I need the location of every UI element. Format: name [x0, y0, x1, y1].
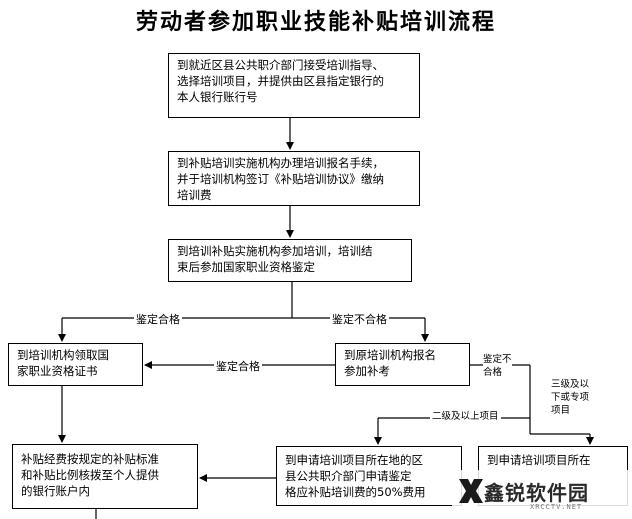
watermark-x-icon: [459, 479, 483, 503]
apply-district-line: 县公共职介部门申请鉴定: [285, 469, 412, 483]
retest-fail-label: 鉴定不 合格: [483, 353, 512, 379]
watermark-text: 鑫锐软件园: [484, 481, 589, 505]
re-register-line: 到原培训机构报名: [344, 348, 436, 362]
retest-fail-line: 合格: [483, 367, 503, 378]
subsidy-line: 补贴经费按规定的补贴标准: [21, 452, 159, 466]
pass-label: 鉴定合格: [134, 313, 182, 326]
step-register-box: 到补贴培训实施机构办理培训报名手续， 并于培训机构签订《补贴培训协议》缴纳 培训…: [168, 151, 420, 206]
watermark-logo: [452, 470, 632, 519]
level-three-line: 项目: [551, 405, 571, 416]
page-title: 劳动者参加职业技能补贴培训流程: [135, 9, 496, 35]
step-train-line: 束后参加国家职业资格鉴定: [177, 260, 315, 274]
apply-district-line: 格应补贴培训费的50%费用: [285, 485, 426, 499]
subsidy-box: 补贴经费按规定的补贴标准 和补贴比例核拨至个人提供 的银行账户内: [12, 444, 198, 509]
step-register-line: 到补贴培训实施机构办理培训报名手续，: [177, 156, 384, 170]
step-train-box: 到培训补贴实施机构参加培训，培训结 束后参加国家职业资格鉴定: [168, 239, 412, 282]
retest-pass-label: 鉴定合格: [214, 360, 262, 373]
apply-project-line: 到申请培训项目所在: [487, 453, 591, 467]
apply-district-box: 到申请培训项目所在地的区 县公共职介部门申请鉴定 格应补贴培训费的50%费用: [276, 446, 462, 506]
level-three-line: 下或专项: [551, 392, 590, 403]
fail-label: 鉴定不合格: [330, 313, 389, 326]
certificate-line: 家职业资格证书: [17, 364, 98, 378]
subsidy-line: 的银行账户内: [21, 484, 90, 498]
step-register-line: 并于培训机构签订《补贴培训协议》缴纳: [177, 172, 384, 186]
step-consult-box: 到就近区县公共职介部门接受培训指导、 选择培训项目，并提供由区县指定银行的 本人…: [168, 53, 420, 118]
apply-district-line: 到申请培训项目所在地的区: [285, 453, 423, 467]
step-consult-line: 到就近区县公共职介部门接受培训指导、: [177, 58, 384, 72]
re-register-box: 到原培训机构报名 参加补考: [335, 343, 470, 386]
step-train-line: 到培训补贴实施机构参加培训，培训结: [177, 244, 373, 258]
certificate-line: 到培训机构领取国: [17, 348, 109, 362]
step-consult-line: 本人银行账行号: [177, 90, 258, 104]
certificate-box: 到培训机构领取国 家职业资格证书: [8, 343, 143, 386]
step-register-line: 培训费: [177, 188, 212, 202]
level-three-line: 三级及以: [551, 379, 590, 390]
retest-fail-line: 鉴定不: [483, 354, 512, 365]
level-three-label: 三级及以 下或专项 项目: [551, 378, 589, 417]
re-register-line: 参加补考: [344, 364, 390, 378]
step-consult-line: 选择培训项目，并提供由区县指定银行的: [177, 74, 384, 88]
level-two-label: 二级及以上项目: [430, 410, 501, 423]
subsidy-line: 和补贴比例核拨至个人提供: [21, 468, 159, 482]
watermark-subtext: XRCCTV.NET: [530, 503, 583, 511]
